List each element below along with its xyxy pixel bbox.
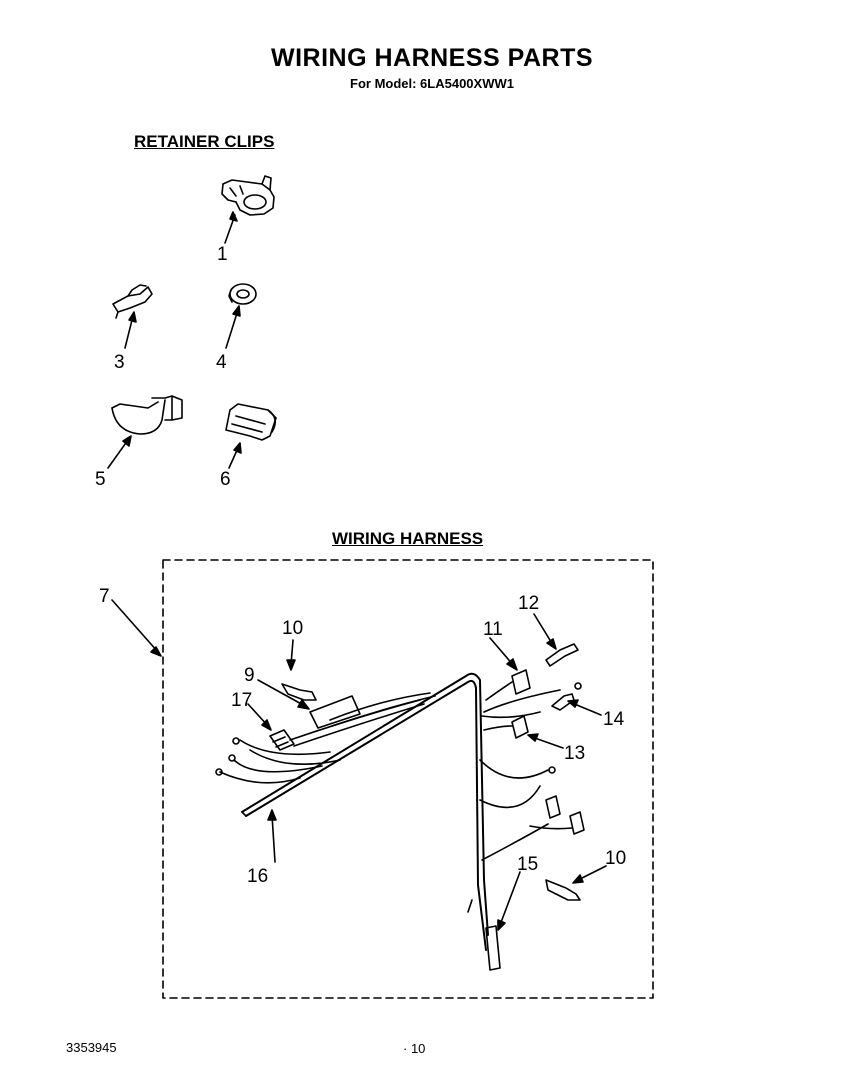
callout-10-top: 10 — [282, 618, 303, 639]
callout-14: 14 — [603, 709, 625, 730]
callout-7: 7 — [99, 586, 110, 607]
retainer-clip-4 — [228, 283, 257, 305]
callout-6: 6 — [220, 469, 231, 490]
callout-10-bottom: 10 — [605, 848, 626, 869]
page-title: WIRING HARNESS PARTS — [270, 44, 594, 72]
retainer-clip-6 — [225, 403, 277, 441]
callout-9: 9 — [244, 665, 255, 686]
callout-1: 1 — [217, 244, 228, 265]
model-subtitle: For Model: 6LA5400XWW1 — [350, 76, 514, 91]
section-title-wiring-harness: WIRING HARNESS — [332, 529, 484, 548]
callout-15: 15 — [517, 854, 538, 875]
callout-4: 4 — [216, 352, 227, 373]
retainer-clip-1 — [221, 175, 275, 216]
retainer-clip-5 — [111, 395, 183, 435]
callout-13: 13 — [564, 743, 585, 764]
retainer-clip-3 — [112, 284, 153, 319]
callout-12: 12 — [518, 593, 539, 614]
document-number: 3353945 — [66, 1040, 117, 1055]
section-title-retainer-clips: RETAINER CLIPS — [134, 132, 275, 151]
callout-5: 5 — [95, 469, 106, 490]
wiring-harness — [215, 643, 585, 971]
callout-17: 17 — [231, 690, 252, 711]
harness-leaders — [247, 613, 607, 931]
callout-11: 11 — [483, 619, 503, 640]
clip-leaders — [107, 211, 242, 469]
harness-box — [162, 559, 654, 999]
callout-3: 3 — [114, 352, 125, 373]
callout-16: 16 — [247, 866, 268, 887]
page-number: · 10 — [403, 1041, 426, 1056]
